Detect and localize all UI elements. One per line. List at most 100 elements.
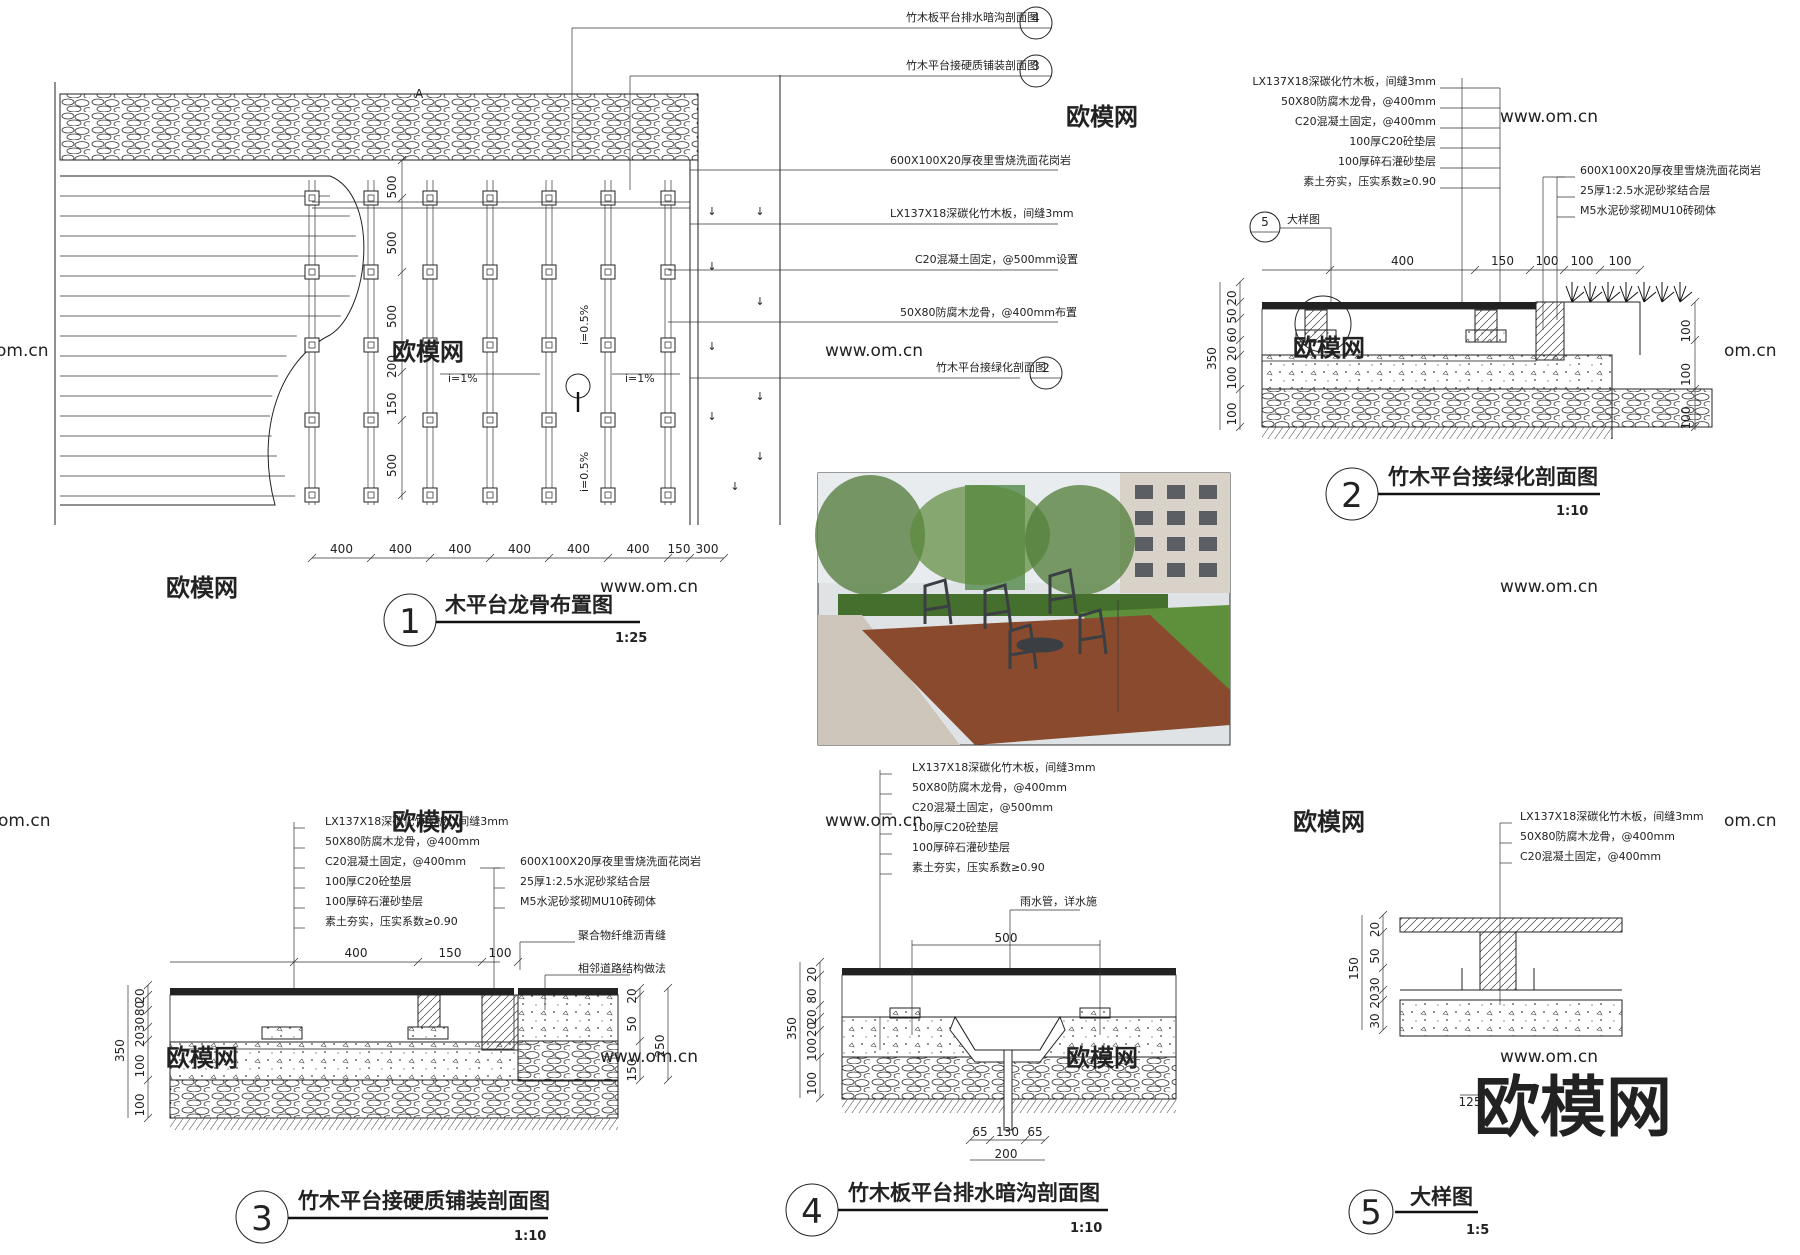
concrete-footing [363,412,379,428]
dim-tick [397,415,407,425]
watermark-brand: 欧模网 [1293,334,1365,362]
dim-value: 100 [1571,254,1594,268]
drawing-number: 3 [251,1199,273,1239]
concrete-footing-core [486,268,494,276]
dim-tick [425,553,435,563]
drawing-scale: 1:10 [1070,1221,1102,1236]
dim-value: 100 [489,946,512,960]
dim-tick [1040,1135,1050,1145]
layer-label: 25厚1:2.5水泥砂浆结合层 [1580,183,1710,197]
dim-value: 400 [345,946,368,960]
dim-tick [663,1075,673,1085]
dim-total: 150 [1347,957,1361,980]
dim-value: 60 [1225,327,1239,342]
dim-tick [815,1025,825,1035]
layer-label: 100厚碎石灌砂垫层 [1338,154,1436,168]
photo-tree-canopy [815,475,925,595]
dim-value: 20 [1225,346,1239,361]
detail-ref-label: 大样图 [1287,212,1320,226]
photo-window [1199,537,1217,551]
dim-tick [143,1005,153,1015]
concrete-footing-core [604,268,612,276]
concrete-footing [422,264,438,280]
concrete-footing [482,337,498,353]
dim-value: 150 [385,393,399,416]
layer-label: LX137X18深碳化竹木板，间缝3mm [1252,74,1436,88]
dim-value: 125 [1459,1095,1482,1109]
dim-tick [635,1036,645,1046]
concrete-footing [600,264,616,280]
dim-value: 500 [385,176,399,199]
dim-value: 100 [1225,367,1239,390]
concrete-footing-core [486,491,494,499]
dim-tick [307,553,317,563]
concrete-footing [304,337,320,353]
dim-tick [719,553,729,563]
layer-label: 25厚1:2.5水泥砂浆结合层 [520,874,650,888]
dim-tick [143,990,153,1000]
concrete-footing-core [545,194,553,202]
watermark-brand: 欧模网 [1066,1044,1138,1072]
photo-window [1135,485,1153,499]
photo-window [1167,563,1185,577]
concrete-footing [422,412,438,428]
dim-tick [397,155,407,165]
photo-window [1135,563,1153,577]
photo-hedge [838,594,1168,616]
dim-value: 400 [330,542,353,556]
dim-tick [1378,985,1388,995]
photo-window [1167,511,1185,525]
drawing-scale: 1:5 [1466,1223,1489,1238]
dim-tick [477,957,487,967]
dim-value: 50 [625,1016,639,1031]
dim-value: 250 [653,1035,667,1058]
callout-leaders: 竹木板平台排水暗沟剖面图 竹木平台接硬质铺装剖面图 600X100X20厚夜里雪… [571,6,1078,390]
concrete-footing [422,337,438,353]
dim-value: 20 [805,1022,819,1037]
dim-tick [1690,297,1700,307]
watermark-brand: 欧模网 [166,1044,238,1072]
watermark-brand: 欧模网 [166,574,238,602]
photo-window [1167,537,1185,551]
plant-symbol-arrow: ↓ [755,390,764,403]
dim-value: 400 [627,542,650,556]
dim-value: 20 [1225,290,1239,305]
concrete-footing-core [308,268,316,276]
dim-value: 200 [385,355,399,378]
photo-tree-canopy [1025,485,1135,595]
dim-value: 20 [133,988,147,1003]
dim-value: 20 [625,988,639,1003]
concrete-footing [422,190,438,206]
dim-total: 350 [785,1017,799,1040]
dim-value: 80 [805,988,819,1003]
watermark-url: www.om.cn [600,1047,698,1067]
grass-symbol [1655,282,1675,303]
watermark-brand: 欧模网 [1293,808,1365,836]
drawing-3-section-hard-paving: LX137X18深碳化竹木板，间缝3mm50X80防腐木龙骨，@400mmC20… [113,814,701,1244]
layer-label: LX137X18深碳化竹木板，间缝3mm [912,760,1096,774]
photo-lounge-chair [983,583,1013,630]
dim-tick [1690,335,1700,345]
dim-tick [544,553,554,563]
grass-symbol [1673,282,1693,303]
dim-tick [143,1035,153,1045]
dim-tick [1378,910,1388,920]
concrete-footing-core [308,341,316,349]
dim-tick [1378,963,1388,973]
slope-label: i=0.5% [578,452,591,492]
dim-tick [663,553,673,563]
dim-value: 100 [805,1038,819,1061]
slope-label: i=0.5% [578,305,591,345]
concrete-footing [660,337,676,353]
photo-window [1199,511,1217,525]
slope-label: i=1% [625,372,655,385]
dim-value: 100 [805,1072,819,1095]
concrete-footing-core [426,194,434,202]
watermark-url: www.om.cn [600,577,698,597]
callout-label: LX137X18深碳化竹木板，间缝3mm [890,206,1074,220]
plant-symbol-arrow: ↓ [707,260,716,273]
plant-symbol-arrow: ↓ [755,450,764,463]
watermark-brand: 欧模网 [1066,103,1138,131]
drawing-number: 2 [1341,476,1363,516]
dim-tick [1235,335,1245,345]
